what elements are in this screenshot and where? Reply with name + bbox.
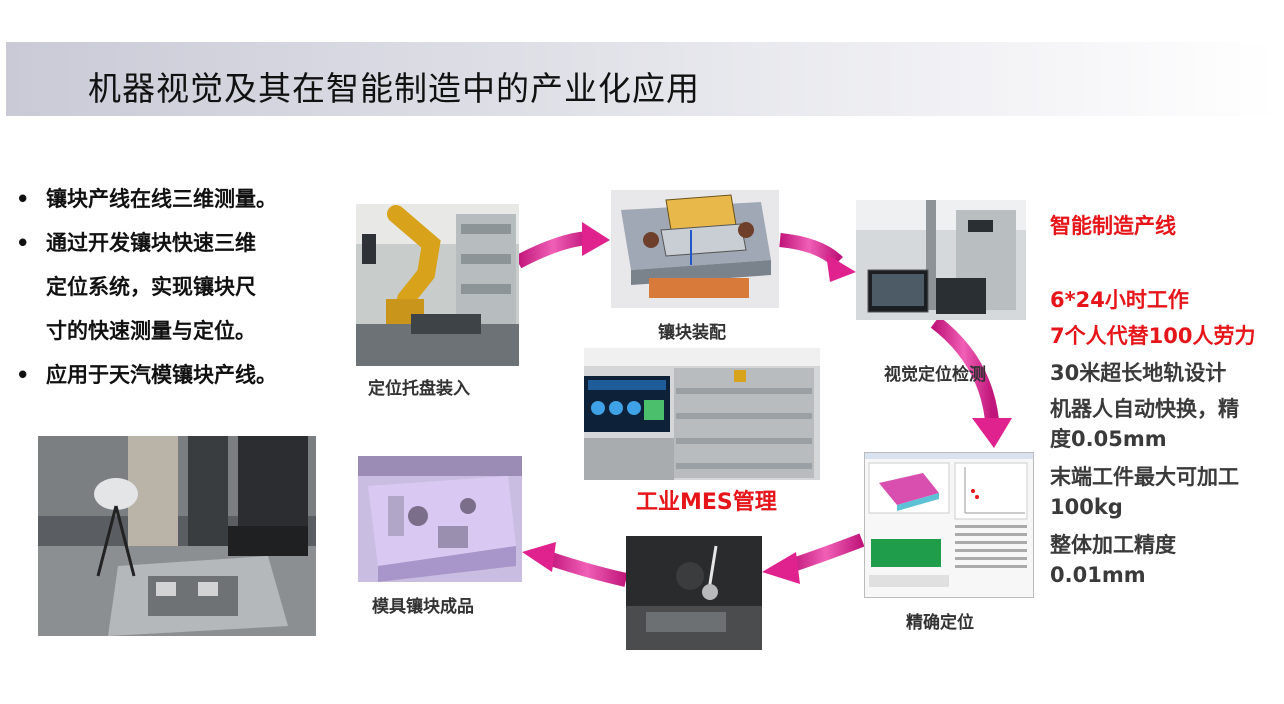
right-spec-line: 末端工件最大可加工 (1050, 465, 1239, 489)
bullet-text: 通过开发镶块快速三维 (46, 231, 256, 255)
caption-precise: 精确定位 (906, 613, 974, 633)
right-spec-line: 30米超长地轨设计 (1050, 361, 1227, 385)
right-spec-line: 整体加工精度 (1050, 533, 1176, 557)
finished-insert-photo (358, 456, 522, 582)
bullet-dot: • (16, 187, 30, 211)
tray-loading-photo (356, 204, 519, 366)
right-red-line: 6*24小时工作 (1050, 288, 1189, 312)
bullet-text: 镶块产线在线三维测量。 (46, 187, 277, 211)
right-spec-line: 100kg (1050, 495, 1123, 519)
bullet-list: • 镶块产线在线三维测量。 • 通过开发镶块快速三维 定位系统，实现镶块尺 寸的… (14, 182, 344, 402)
mes-label: 工业MES管理 (636, 490, 777, 515)
measurement-scene-photo (38, 436, 316, 636)
caption-assembly: 镶块装配 (658, 323, 726, 343)
vision-inspection-photo (856, 200, 1026, 320)
right-spec-line: 0.01mm (1050, 563, 1146, 587)
mes-management-photo (584, 348, 820, 480)
assembly-cad-image (611, 190, 779, 308)
caption-tray-loading: 定位托盘装入 (368, 379, 470, 399)
title-bar (6, 42, 1278, 116)
right-spec-line: 度0.05mm (1050, 427, 1167, 451)
right-spec-line: 机器人自动快换，精 (1050, 397, 1239, 421)
bullet-text: 应用于天汽模镶块产线。 (46, 363, 277, 387)
page-title: 机器视觉及其在智能制造中的产业化应用 (88, 69, 700, 108)
bullet-dot: • (16, 363, 30, 387)
bullet-item: • 应用于天汽模镶块产线。 (14, 358, 344, 392)
bullet-item: • 通过开发镶块快速三维 定位系统，实现镶块尺 寸的快速测量与定位。 (14, 226, 344, 348)
precise-positioning-screenshot (864, 452, 1034, 598)
bullet-text: 寸的快速测量与定位。 (46, 319, 256, 343)
machining-photo (626, 536, 762, 650)
bullet-dot: • (16, 231, 30, 255)
bullet-text: 定位系统，实现镶块尺 (46, 275, 256, 299)
caption-vision: 视觉定位检测 (884, 365, 986, 385)
right-red-line: 7个人代替100人劳力 (1050, 324, 1256, 348)
caption-product: 模具镶块成品 (372, 597, 474, 617)
bullet-item: • 镶块产线在线三维测量。 (14, 182, 344, 216)
right-heading: 智能制造产线 (1050, 214, 1176, 238)
